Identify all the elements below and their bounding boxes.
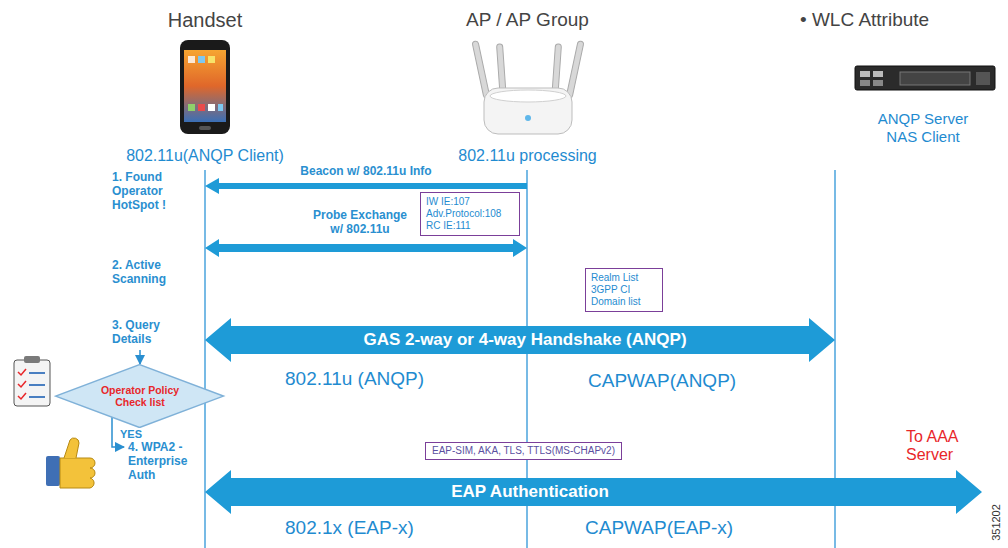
checklist-icon bbox=[14, 356, 50, 406]
cuff bbox=[46, 456, 60, 486]
phone-icon bbox=[208, 56, 215, 63]
box-text: Realm List 3GPP CI Domain list bbox=[591, 272, 657, 308]
figure-number: 351202 bbox=[990, 503, 1003, 543]
participant-title: • WLC Attribute bbox=[795, 8, 1000, 32]
access-point-icon bbox=[472, 41, 584, 134]
phone-icon bbox=[188, 56, 195, 63]
decision-text: Operator Policy Check list bbox=[95, 384, 185, 408]
participant-role: 802.11u(ANQP Client) bbox=[100, 146, 310, 165]
thumbs-up-icon bbox=[46, 438, 95, 488]
antenna bbox=[497, 44, 506, 94]
wlc-port bbox=[860, 71, 870, 77]
step-label: 1. Found Operator HotSpot ! bbox=[112, 170, 194, 212]
wlc-chassis bbox=[855, 66, 995, 90]
decision-diamond: Operator Policy Check list bbox=[54, 364, 225, 428]
wlc-port bbox=[873, 80, 883, 86]
participant-title: AP / AP Group bbox=[420, 8, 635, 32]
thumb bbox=[64, 438, 79, 458]
probe-arrow bbox=[205, 239, 527, 257]
step-label: 4. WPA2 -Enterprise Auth bbox=[128, 440, 200, 482]
box-text: IW IE:107 Adv.Protocol:108 RC IE:111 bbox=[426, 196, 514, 232]
phone-icon bbox=[218, 104, 223, 111]
diamond-shape bbox=[56, 365, 224, 428]
wlc-port bbox=[976, 72, 990, 85]
decision-branch: YES bbox=[120, 428, 142, 441]
info-box: Realm List 3GPP CI Domain list bbox=[585, 268, 663, 312]
flow-line bbox=[139, 350, 141, 364]
protocol-label: 802.11u (ANQP) bbox=[285, 368, 424, 390]
edge-label: EAP Authentication bbox=[451, 482, 609, 502]
phone-body bbox=[180, 40, 230, 134]
phone-icon bbox=[208, 104, 215, 111]
step-label: 2. Active Scanning bbox=[112, 258, 194, 286]
phone-icon bbox=[198, 56, 205, 63]
step-label: 3. Query Details bbox=[112, 318, 182, 346]
ap-led bbox=[525, 115, 531, 121]
fist bbox=[60, 458, 95, 488]
participant: AP / AP Group 802.11u processing bbox=[420, 8, 635, 165]
phone-icon bbox=[198, 104, 205, 111]
eap-arrow bbox=[205, 470, 982, 514]
endpoint-label: To AAA Server bbox=[906, 428, 986, 464]
edge-label: Beacon w/ 802.11u Info bbox=[291, 164, 441, 178]
participant-title: Handset bbox=[100, 8, 310, 32]
handset-icon bbox=[180, 40, 230, 134]
ap-top bbox=[490, 90, 566, 102]
antenna bbox=[472, 41, 490, 99]
wlc-port bbox=[860, 80, 870, 86]
wlc-appliance-icon bbox=[855, 66, 995, 90]
participant-role: ANQP Server NAS Client bbox=[870, 110, 976, 146]
phone-icon bbox=[188, 104, 195, 111]
endpoint-text: To AAA Server bbox=[906, 428, 986, 464]
phone-button bbox=[199, 126, 211, 130]
protocol-label: CAPWAP(ANQP) bbox=[588, 370, 736, 392]
clipboard bbox=[14, 360, 50, 406]
protocol-label: CAPWAP(EAP-x) bbox=[585, 517, 733, 539]
participant-role: 802.11u processing bbox=[420, 146, 635, 165]
participant: • WLC AttributeANQP Server NAS Client bbox=[795, 8, 1000, 146]
info-box: IW IE:107 Adv.Protocol:108 RC IE:111 bbox=[420, 192, 520, 236]
wlc-port-bank bbox=[900, 72, 970, 85]
wlc-port bbox=[873, 71, 883, 77]
phone-screen bbox=[184, 50, 226, 122]
lifeline bbox=[204, 170, 206, 548]
edge-label: Probe Exchange w/ 802.11u bbox=[308, 208, 412, 236]
checklist-lines bbox=[29, 373, 45, 397]
participant: Handset 802.11u(ANQP Client) bbox=[100, 8, 310, 165]
method-box: EAP-SIM, AKA, TLS, TTLS(MS-CHAPv2) bbox=[425, 442, 622, 460]
box-text: EAP-SIM, AKA, TLS, TTLS(MS-CHAPv2) bbox=[432, 445, 615, 457]
ap-body bbox=[484, 88, 572, 134]
check-marks bbox=[18, 369, 26, 399]
antenna bbox=[552, 44, 561, 94]
clipboard-clip bbox=[24, 356, 40, 363]
gas-arrow bbox=[205, 318, 835, 362]
edge-label: GAS 2-way or 4-way Handshake (ANQP) bbox=[363, 330, 686, 350]
protocol-label: 802.1x (EAP-x) bbox=[285, 517, 414, 539]
antenna bbox=[566, 41, 584, 99]
